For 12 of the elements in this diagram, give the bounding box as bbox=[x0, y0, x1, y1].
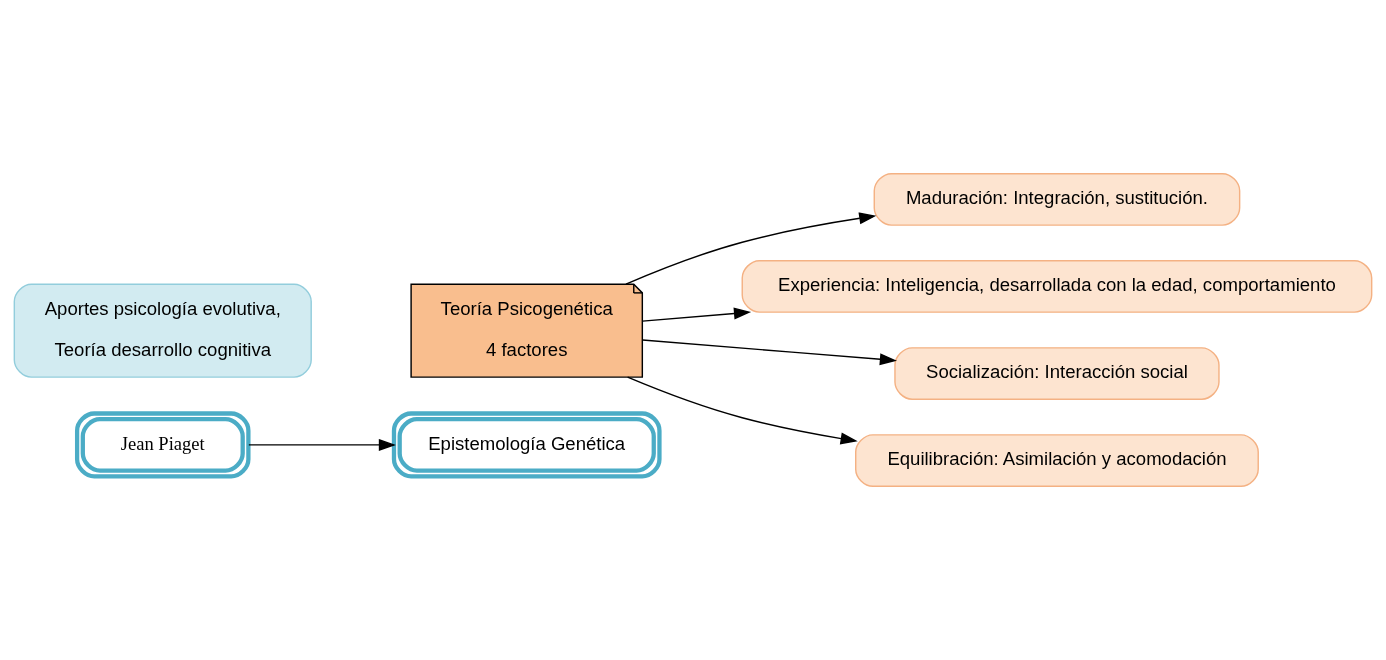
node-box: Maduración: Integración, sustitución. bbox=[873, 173, 1241, 226]
arrow bbox=[641, 307, 752, 322]
arrow bbox=[641, 339, 897, 366]
node-box: Aportes psicología evolutiva, Teoría desarrollo cognitiva bbox=[13, 283, 312, 378]
node-box: Jean Piaget bbox=[74, 411, 251, 479]
arrow bbox=[248, 438, 396, 451]
node-box: Experiencia: Inteligencia, desarrollada con la edad, comportamiento bbox=[741, 260, 1373, 313]
node-box: Epistemología Genética bbox=[391, 411, 662, 479]
node-box: Equilibración: Asimilación y acomodación bbox=[855, 434, 1259, 487]
arrow bbox=[625, 212, 877, 285]
node-box: Socialización: Interacción social bbox=[894, 347, 1220, 400]
arrow bbox=[626, 376, 858, 445]
